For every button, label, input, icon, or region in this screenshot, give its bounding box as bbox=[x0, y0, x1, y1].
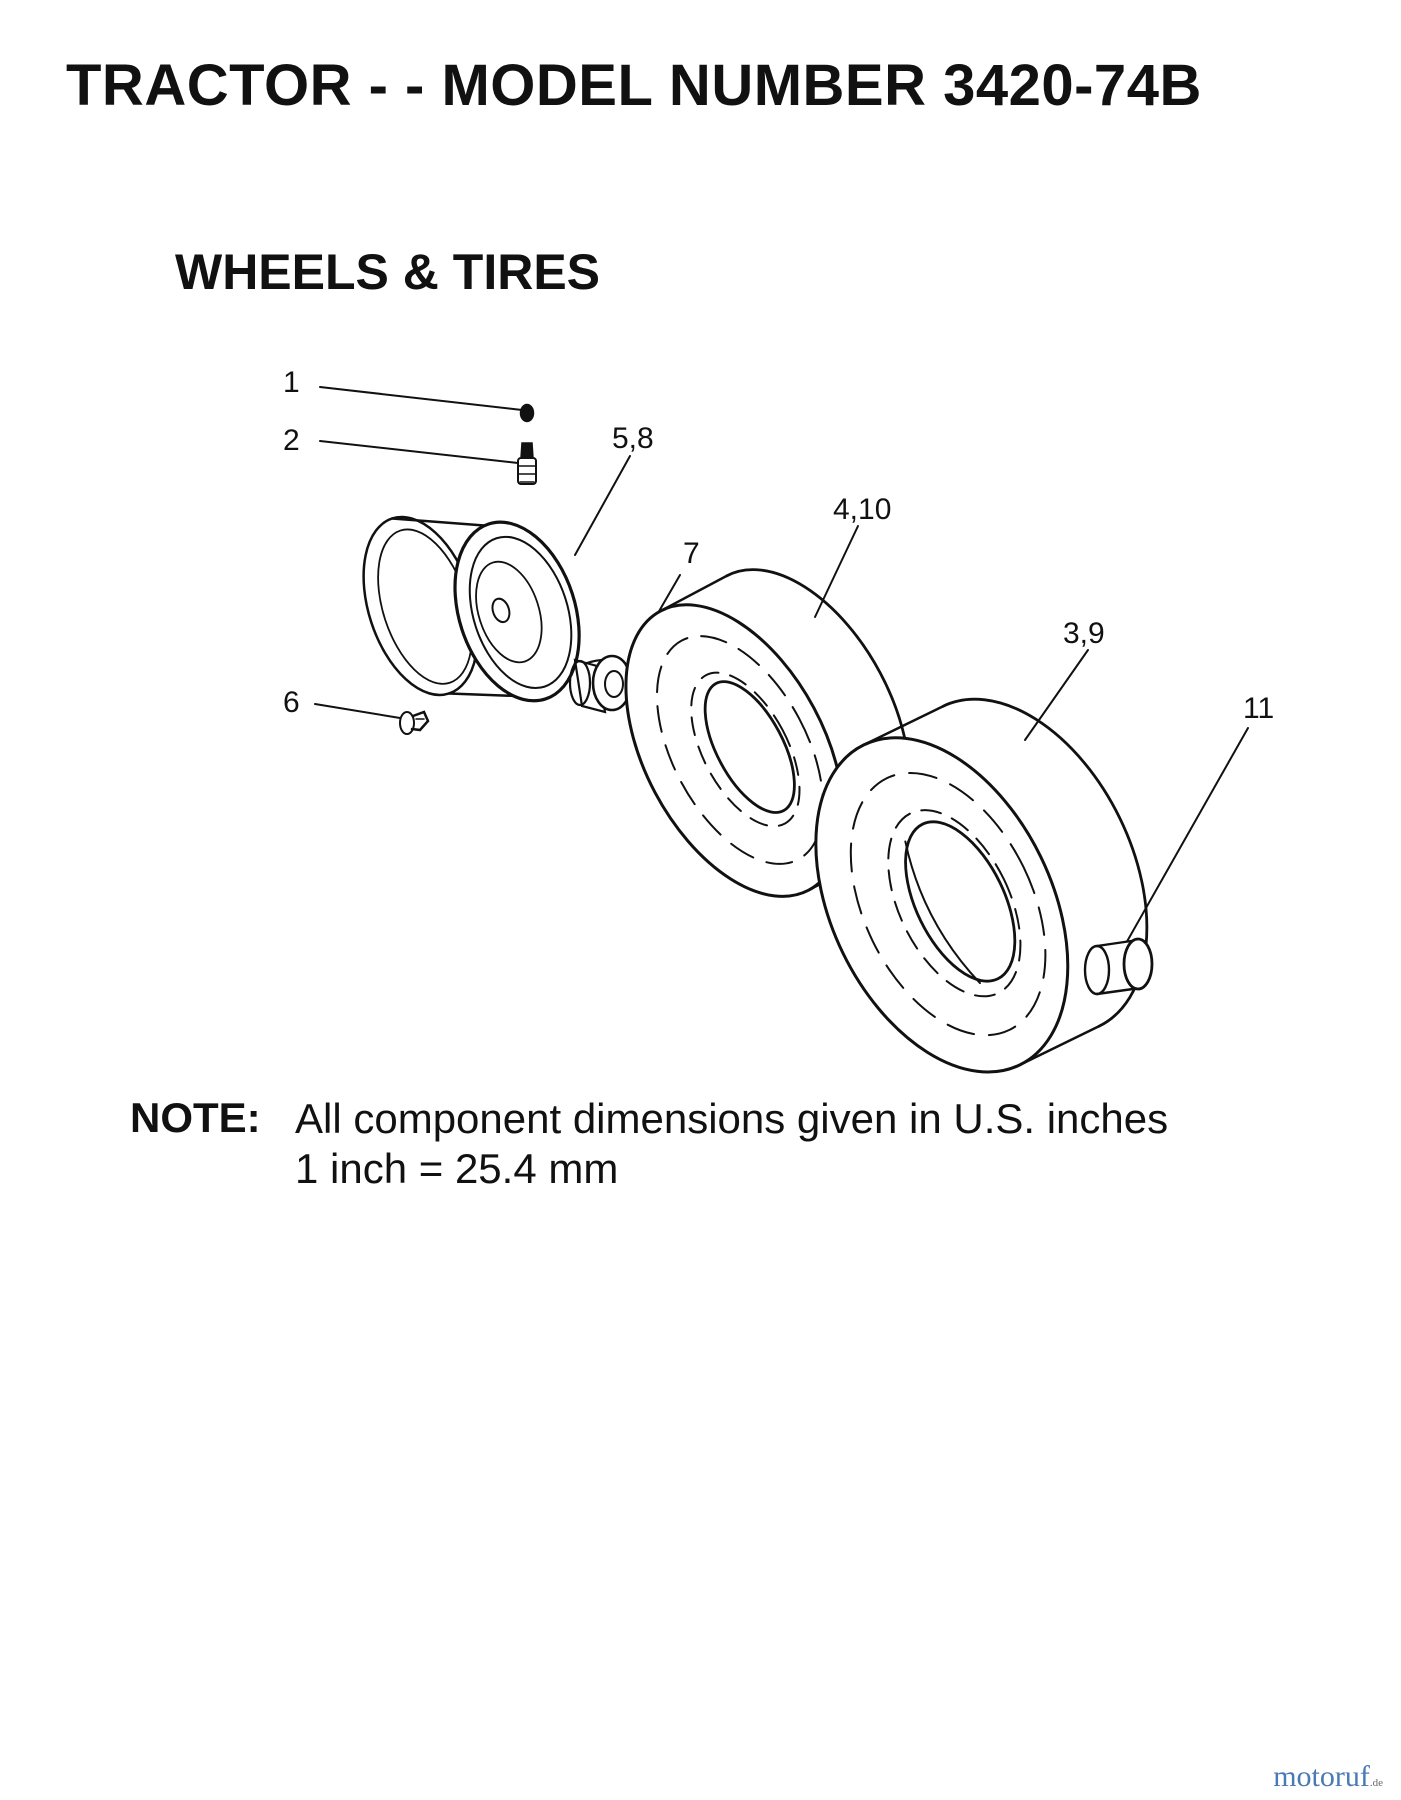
callout-7: 7 bbox=[683, 537, 700, 570]
leader-line-3-9 bbox=[1024, 649, 1089, 741]
dimension-note: NOTE: All component dimensions given in … bbox=[130, 1094, 1168, 1194]
callout-1: 1 bbox=[283, 366, 300, 399]
callout-6: 6 bbox=[283, 686, 300, 719]
callout-2: 2 bbox=[283, 424, 300, 457]
wheel-rim-part bbox=[362, 515, 581, 703]
section-title: WHEELS & TIRES bbox=[175, 244, 601, 300]
callout-5-8: 5,8 bbox=[612, 422, 654, 455]
front-tire-part bbox=[624, 568, 911, 898]
leader-line-11 bbox=[1124, 727, 1249, 946]
callout-11: 11 bbox=[1243, 692, 1274, 725]
watermark-brand: motoruf bbox=[1273, 1760, 1370, 1793]
note-lines: All component dimensions given in U.S. i… bbox=[295, 1094, 1168, 1194]
hub-cap-part bbox=[1083, 937, 1154, 996]
valve-cap-part bbox=[519, 403, 535, 423]
grease-fitting-part bbox=[399, 710, 430, 735]
note-label: NOTE: bbox=[130, 1094, 261, 1141]
valve-stem-part bbox=[517, 442, 537, 485]
page-title: TRACTOR - - MODEL NUMBER 3420-74B bbox=[66, 53, 1202, 118]
rear-tire-part bbox=[814, 697, 1149, 1074]
callout-4-10: 4,10 bbox=[833, 493, 891, 526]
callout-3-9: 3,9 bbox=[1063, 617, 1105, 650]
watermark-tld: .de bbox=[1369, 1777, 1383, 1789]
leader-line-4-10 bbox=[814, 525, 859, 618]
note-line-conversion: 1 inch = 25.4 mm bbox=[295, 1145, 619, 1192]
leader-line-5-8 bbox=[574, 455, 631, 556]
leader-line-2 bbox=[319, 440, 519, 464]
leader-line-1 bbox=[319, 386, 523, 411]
watermark-logo: motoruf.de bbox=[1273, 1760, 1383, 1794]
leader-line-6 bbox=[314, 703, 401, 719]
note-line-units: All component dimensions given in U.S. i… bbox=[295, 1095, 1169, 1142]
bushing-part bbox=[568, 654, 633, 714]
